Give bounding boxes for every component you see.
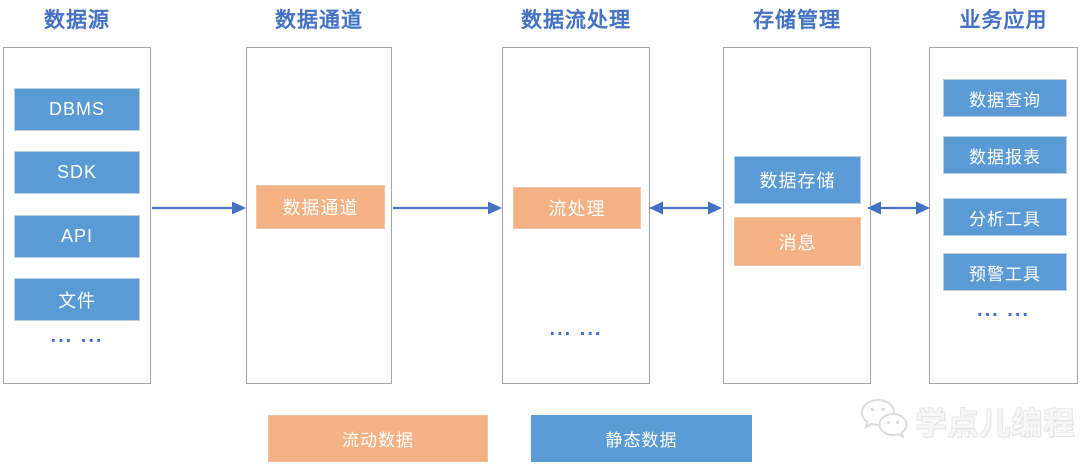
node-data-channel: 数据通道: [256, 185, 385, 229]
ellipsis-data-source: ... ...: [50, 325, 104, 347]
node-analysis-tools: 分析工具: [943, 198, 1067, 236]
arrow-source-to-channel-icon: [152, 201, 246, 215]
node-stream-processing: 流处理: [513, 187, 641, 229]
node-dbms: DBMS: [14, 88, 140, 131]
watermark-text: 学点儿编程: [916, 408, 1076, 441]
panel-data-channel: 数据通道: [246, 47, 392, 384]
column-title-stream-processing: 数据流处理: [521, 9, 631, 32]
node-alert-tools: 预警工具: [943, 253, 1067, 291]
node-message: 消息: [734, 217, 861, 266]
panel-data-source: DBMS SDK API 文件 ... ...: [3, 47, 151, 384]
wechat-icon: [860, 398, 908, 439]
ellipsis-business-apps: ... ...: [977, 299, 1030, 321]
arrow-storage-apps-icon: [867, 201, 930, 215]
legend-static-data: 静态数据: [531, 415, 752, 462]
node-sdk: SDK: [14, 151, 140, 194]
panel-storage-management: 数据存储 消息: [723, 47, 871, 384]
column-title-data-source: 数据源: [44, 9, 110, 32]
node-data-query: 数据查询: [943, 79, 1067, 117]
arrow-stream-storage-icon: [649, 201, 722, 215]
panel-business-apps: 数据查询 数据报表 分析工具 预警工具 ... ...: [929, 47, 1078, 384]
legend-flow-data: 流动数据: [268, 415, 488, 462]
node-api: API: [14, 215, 140, 258]
node-file: 文件: [14, 278, 140, 321]
arrow-channel-to-stream-icon: [393, 201, 502, 215]
column-title-data-channel: 数据通道: [275, 9, 363, 32]
ellipsis-stream-processing: ... ...: [549, 318, 603, 340]
panel-stream-processing: 流处理 ... ...: [502, 47, 650, 384]
column-title-storage-management: 存储管理: [753, 9, 841, 32]
node-data-storage: 数据存储: [734, 156, 861, 204]
node-data-report: 数据报表: [943, 136, 1067, 174]
column-title-business-apps: 业务应用: [959, 9, 1048, 32]
watermark: 学点儿编程: [856, 396, 1076, 446]
